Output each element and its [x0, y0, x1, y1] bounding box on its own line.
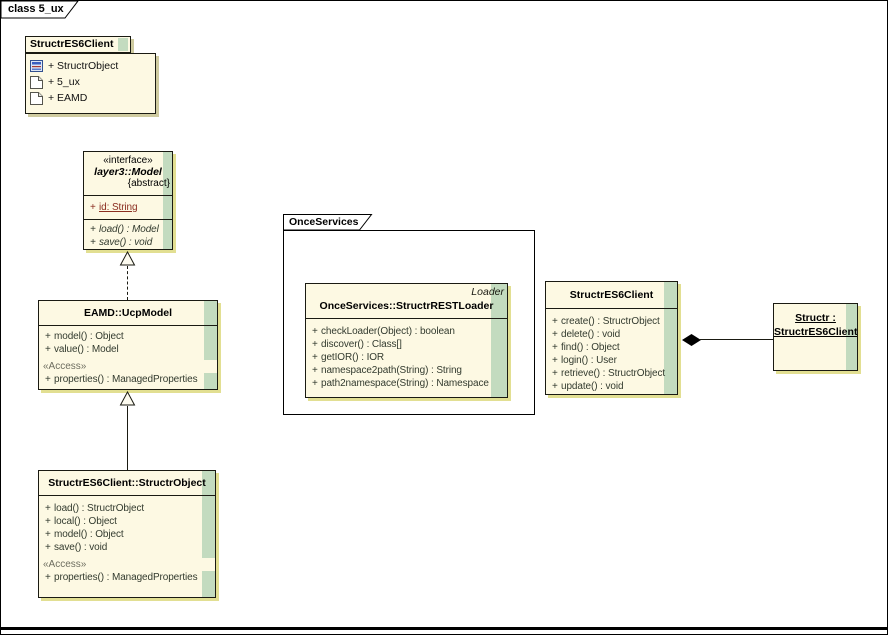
operation-row: + path2namespace(String) : Namespace — [312, 378, 489, 389]
interface-header: «interface» layer3::Model {abstract} — [84, 152, 172, 195]
class-name: StructrES6Client — [569, 289, 654, 301]
package-name: OnceServices — [289, 216, 359, 228]
status-strip — [163, 152, 172, 249]
operation-row: + delete() : void — [552, 329, 621, 340]
operations-compartment: + model() : Object + value() : Model «Ac… — [39, 325, 217, 386]
composite-item-5ux[interactable]: + 5_ux — [30, 74, 155, 90]
status-strip — [491, 284, 507, 397]
operations-compartment: + create() : StructrObject + delete() : … — [546, 308, 677, 393]
operation-row: + discover() : Class[] — [312, 339, 402, 350]
composite-item-eamd[interactable]: + EAMD — [30, 90, 155, 106]
operation-row: + save() : void — [90, 237, 153, 248]
operation-row: + retrieve() : StructrObject — [552, 368, 666, 379]
class-name: StructrES6Client::StructrObject — [48, 477, 206, 489]
class-name: OnceServices::StructrRESTLoader — [319, 300, 494, 312]
interface-box-layer3-model[interactable]: «interface» layer3::Model {abstract} + i… — [83, 151, 173, 250]
operation-row: + getIOR() : IOR — [312, 352, 385, 363]
diagram-frame-bottom-edge — [0, 627, 888, 630]
operation-row: + login() : User — [552, 355, 617, 366]
operation-row: + properties() : ManagedProperties — [45, 572, 198, 583]
filled-diamond — [682, 334, 701, 346]
composite-item-label: + EAMD — [48, 92, 88, 104]
class-name: EAMD::UcpModel — [83, 307, 173, 319]
hollow-triangle-arrowhead — [119, 251, 136, 266]
composite-header-structres6client[interactable]: StructrES6Client — [25, 36, 131, 53]
class-box-ucpmodel[interactable]: EAMD::UcpModel + model() : Object + valu… — [38, 300, 218, 390]
status-strip — [118, 38, 128, 51]
operations-compartment: + checkLoader(Object) : boolean + discov… — [306, 318, 507, 390]
operation-row: + model() : Object — [45, 529, 124, 540]
operations-compartment: + load() : StructrObject + local() : Obj… — [39, 495, 215, 584]
hollow-triangle-arrowhead — [119, 391, 136, 406]
status-strip — [664, 282, 677, 394]
diagram-icon — [30, 91, 43, 105]
class-box-structrobject[interactable]: StructrES6Client::StructrObject + load()… — [38, 470, 216, 598]
composite-item-structrobject[interactable]: + StructrObject — [30, 58, 155, 74]
class-box-structrrestloader[interactable]: Loader OnceServices::StructrRESTLoader +… — [305, 283, 508, 398]
abstract-modifier: {abstract} — [127, 178, 170, 189]
diagram-title: class 5_ux — [8, 3, 64, 15]
access-stereotype-label: «Access» — [39, 360, 217, 373]
class-box-structres6client[interactable]: StructrES6Client + create() : StructrObj… — [545, 281, 678, 395]
composite-item-label: + StructrObject — [48, 60, 119, 72]
operation-row: + properties() : ManagedProperties — [45, 374, 198, 385]
interface-name: layer3::Model — [94, 166, 162, 178]
attributes-compartment: + id: String — [84, 195, 172, 219]
composite-item-label: + 5_ux — [48, 76, 80, 88]
diagram-frame-tab — [1, 1, 79, 19]
class-icon — [30, 59, 43, 72]
status-strip — [846, 304, 857, 370]
instance-name: Structr : StructrES6Client — [774, 312, 858, 338]
composition-line — [699, 339, 773, 340]
stereotype-label: «interface» — [103, 155, 153, 166]
operation-row: + create() : StructrObject — [552, 316, 660, 327]
operation-row: + load() : StructrObject — [45, 503, 145, 514]
realization-line — [127, 266, 128, 300]
composite-body-structres6client[interactable]: + StructrObject + 5_ux + EAMD — [25, 53, 156, 114]
operation-row: + local() : Object — [45, 516, 117, 527]
attribute-row: + id: String — [90, 202, 138, 213]
operation-row: + update() : void — [552, 381, 624, 392]
operations-compartment: + load() : Model + save() : void — [84, 219, 172, 249]
operation-row: + save() : void — [45, 542, 108, 553]
operation-row: + value() : Model — [45, 344, 119, 355]
operation-row: + checkLoader(Object) : boolean — [312, 326, 455, 337]
composite-title: StructrES6Client — [30, 38, 114, 50]
operation-row: + model() : Object — [45, 331, 124, 342]
stereotype-label: Loader — [471, 286, 504, 298]
object-box-structr-instance[interactable]: Structr : StructrES6Client — [773, 303, 858, 371]
class-header: Loader OnceServices::StructrRESTLoader — [306, 284, 507, 318]
generalization-line — [127, 406, 128, 470]
access-stereotype-label: «Access» — [39, 558, 215, 571]
operation-row: + find() : Object — [552, 342, 620, 353]
operation-row: + namespace2path(String) : String — [312, 365, 462, 376]
diagram-icon — [30, 75, 43, 89]
operation-row: + load() : Model — [90, 224, 159, 235]
